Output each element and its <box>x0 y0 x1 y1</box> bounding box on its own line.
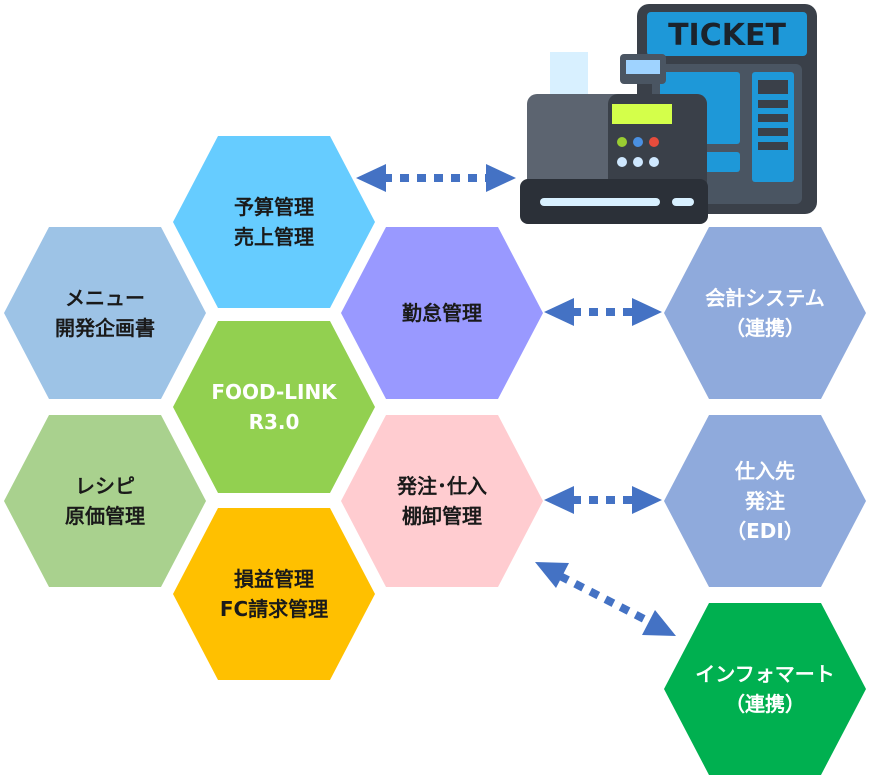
arrow-budget-to-pos <box>356 164 516 192</box>
hex-menu-planning: メニュー 開発企画書 <box>4 227 206 399</box>
hex-core-line1: FOOD-LINK <box>211 380 337 404</box>
hex-budget-line1: 予算管理 <box>234 195 314 219</box>
hex-ordering-inventory: 発注･仕入 棚卸管理 <box>341 415 543 587</box>
hex-accounting-line1: 会計システム <box>705 286 825 310</box>
arrow-attendance-to-accounting <box>544 298 662 326</box>
hex-menu-line1: メニュー <box>65 286 145 310</box>
arrow-ordering-to-infomart <box>535 562 676 636</box>
ticket-label: TICKET <box>668 18 786 53</box>
hex-attendance-line1: 勤怠管理 <box>402 301 482 325</box>
hex-infomart-line1: インフォマート <box>695 662 835 686</box>
hex-profit-fc-billing: 損益管理 FC請求管理 <box>173 508 375 680</box>
hex-ordering-line2: 棚卸管理 <box>402 504 482 528</box>
hex-supplier-edi: 仕入先 発注 （EDI） <box>664 415 866 587</box>
arrow-ordering-to-supplier <box>544 486 662 514</box>
hex-core-line2: R3.0 <box>248 410 300 434</box>
hex-accounting-line2: （連携） <box>725 316 805 340</box>
cash-register-and-ticket-machine-icon: TICKET <box>512 4 822 233</box>
hex-budget-line2: 売上管理 <box>234 225 314 249</box>
hex-profit-line1: 損益管理 <box>234 567 314 591</box>
hex-supplier-line1: 仕入先 <box>735 459 795 483</box>
hex-supplier-line3: （EDI） <box>726 519 804 543</box>
hex-menu-line2: 開発企画書 <box>55 316 155 340</box>
hex-infomart: インフォマート （連携） <box>664 603 866 775</box>
hex-accounting-system: 会計システム （連携） <box>664 227 866 399</box>
hex-budget-sales: 予算管理 売上管理 <box>173 136 375 308</box>
hex-ordering-line1: 発注･仕入 <box>397 474 487 498</box>
hex-profit-line2: FC請求管理 <box>219 597 329 621</box>
hex-food-link-core: FOOD-LINK R3.0 <box>173 321 375 493</box>
hex-recipe-line1: レシピ <box>75 474 135 498</box>
hex-recipe-cost: レシピ 原価管理 <box>4 415 206 587</box>
hex-recipe-line2: 原価管理 <box>65 504 145 528</box>
hex-infomart-line2: （連携） <box>725 692 805 716</box>
hex-supplier-line2: 発注 <box>745 489 785 513</box>
hex-attendance: 勤怠管理 <box>341 227 543 399</box>
